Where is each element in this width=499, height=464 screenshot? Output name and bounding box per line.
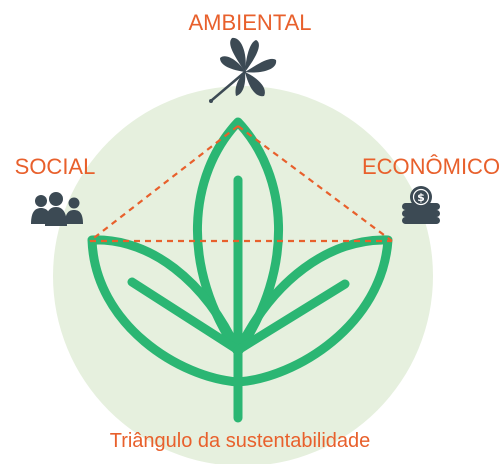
sustainability-triangle [89,125,393,243]
label-ambiental: AMBIENTAL [188,10,311,35]
label-economico: ECONÔMICO [362,154,499,179]
label-social: SOCIAL [15,154,96,179]
triangle-edge-left [89,125,239,242]
coin-stack-dollar-icon: $ [402,186,440,224]
right-vein [233,279,350,355]
svg-text:$: $ [417,191,425,204]
diagram-caption: Triângulo da sustentabilidade [110,430,371,452]
people-group-icon [31,192,83,226]
background-circle [53,86,433,464]
left-vein [127,277,243,355]
chestnut-leaf-icon [209,37,277,103]
